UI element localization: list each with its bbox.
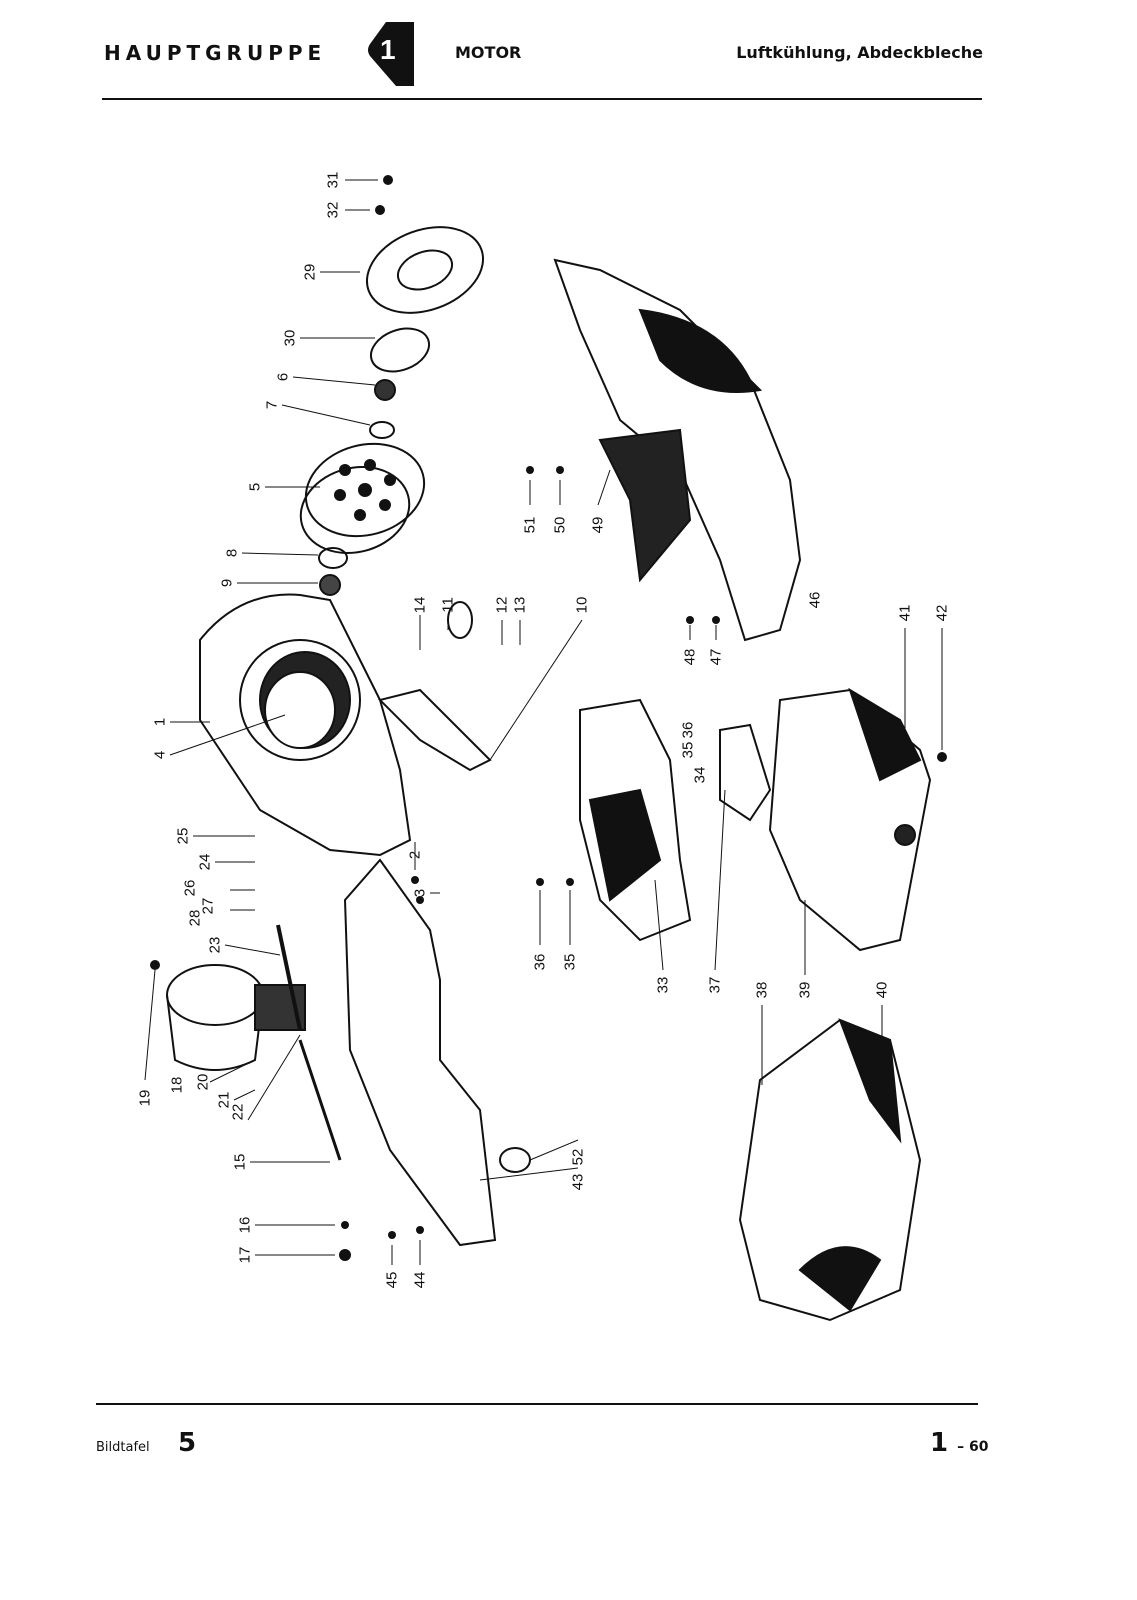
part-label: 39 <box>796 981 814 999</box>
part-label: 6 <box>274 372 292 382</box>
cover-29 <box>365 226 485 314</box>
part-label: 14 <box>411 596 429 614</box>
part-label: 29 <box>301 263 319 281</box>
group-name: MOTOR <box>455 43 522 62</box>
part-label: 40 <box>873 981 891 999</box>
part-label: 7 <box>263 400 281 410</box>
part-label: 35 <box>679 741 697 759</box>
part-label: 28 <box>186 909 204 927</box>
part-label: 9 <box>218 578 236 588</box>
part-label: 36 <box>531 953 549 971</box>
page-subtitle: Luftkühlung, Abdeckbleche <box>736 43 983 62</box>
part-label: 13 <box>511 596 529 614</box>
part-label: 43 <box>569 1173 587 1191</box>
part-label: 2 <box>406 850 424 860</box>
part-label: 4 <box>151 750 169 760</box>
part-label: 17 <box>236 1246 254 1264</box>
part-label: 8 <box>223 548 241 558</box>
part-label: 11 <box>439 597 457 613</box>
part-label: 10 <box>573 596 591 614</box>
cover-plate-43 <box>343 858 497 1247</box>
part-label: 42 <box>933 604 951 622</box>
part-label: 48 <box>681 648 699 666</box>
part-label: 23 <box>206 936 224 954</box>
header-divider <box>102 98 982 100</box>
part-label: 37 <box>706 976 724 994</box>
group-number-badge: 1 <box>366 20 416 88</box>
plate-number: 5 <box>178 1428 197 1458</box>
group-number: 1 <box>380 34 396 65</box>
page-number-suffix: – 60 <box>957 1439 989 1455</box>
part-label: 30 <box>281 329 299 347</box>
cover-plate-33 <box>579 698 692 942</box>
part-label: 51 <box>521 516 539 534</box>
part-label: 34 <box>691 766 709 784</box>
part-label: 1 <box>151 717 169 727</box>
part-label: 32 <box>324 201 342 219</box>
part-label: 25 <box>174 827 192 845</box>
page-number: 1 – 60 <box>930 1428 989 1458</box>
part-label: 36 <box>679 721 697 739</box>
part-label: 38 <box>753 981 771 999</box>
part-label: 26 <box>181 879 199 897</box>
part-label: 35 <box>561 953 579 971</box>
part-label: 3 <box>411 888 429 898</box>
part-label: 31 <box>324 171 342 189</box>
part-label: 33 <box>654 976 672 994</box>
part-label: 12 <box>493 596 511 614</box>
part-label: 49 <box>589 516 607 534</box>
part-label: 15 <box>231 1153 249 1171</box>
part-label: 50 <box>551 516 569 534</box>
part-label: 44 <box>411 1271 429 1289</box>
footer-divider <box>96 1403 978 1405</box>
part-label: 41 <box>896 604 914 622</box>
part-label: 24 <box>196 853 214 871</box>
part-label: 47 <box>707 648 725 666</box>
plate-label: Bildtafel <box>96 1440 150 1455</box>
part-label: 22 <box>229 1103 247 1121</box>
part-label: 45 <box>383 1271 401 1289</box>
fan-wheel-5 <box>304 442 426 538</box>
part-label: 20 <box>194 1073 212 1091</box>
part-label: 52 <box>569 1148 587 1166</box>
part-label: 18 <box>168 1076 186 1094</box>
part-label: 19 <box>136 1089 154 1107</box>
air-duct-39 <box>768 688 932 952</box>
cover-plate-46 <box>553 258 802 642</box>
part-label: 46 <box>806 591 824 609</box>
main-group-label: HAUPTGRUPPE <box>104 41 327 65</box>
part-label: 16 <box>236 1216 254 1234</box>
page-number-main: 1 <box>930 1428 949 1458</box>
fan-housing-1 <box>199 593 412 857</box>
part-label: 5 <box>246 482 264 492</box>
